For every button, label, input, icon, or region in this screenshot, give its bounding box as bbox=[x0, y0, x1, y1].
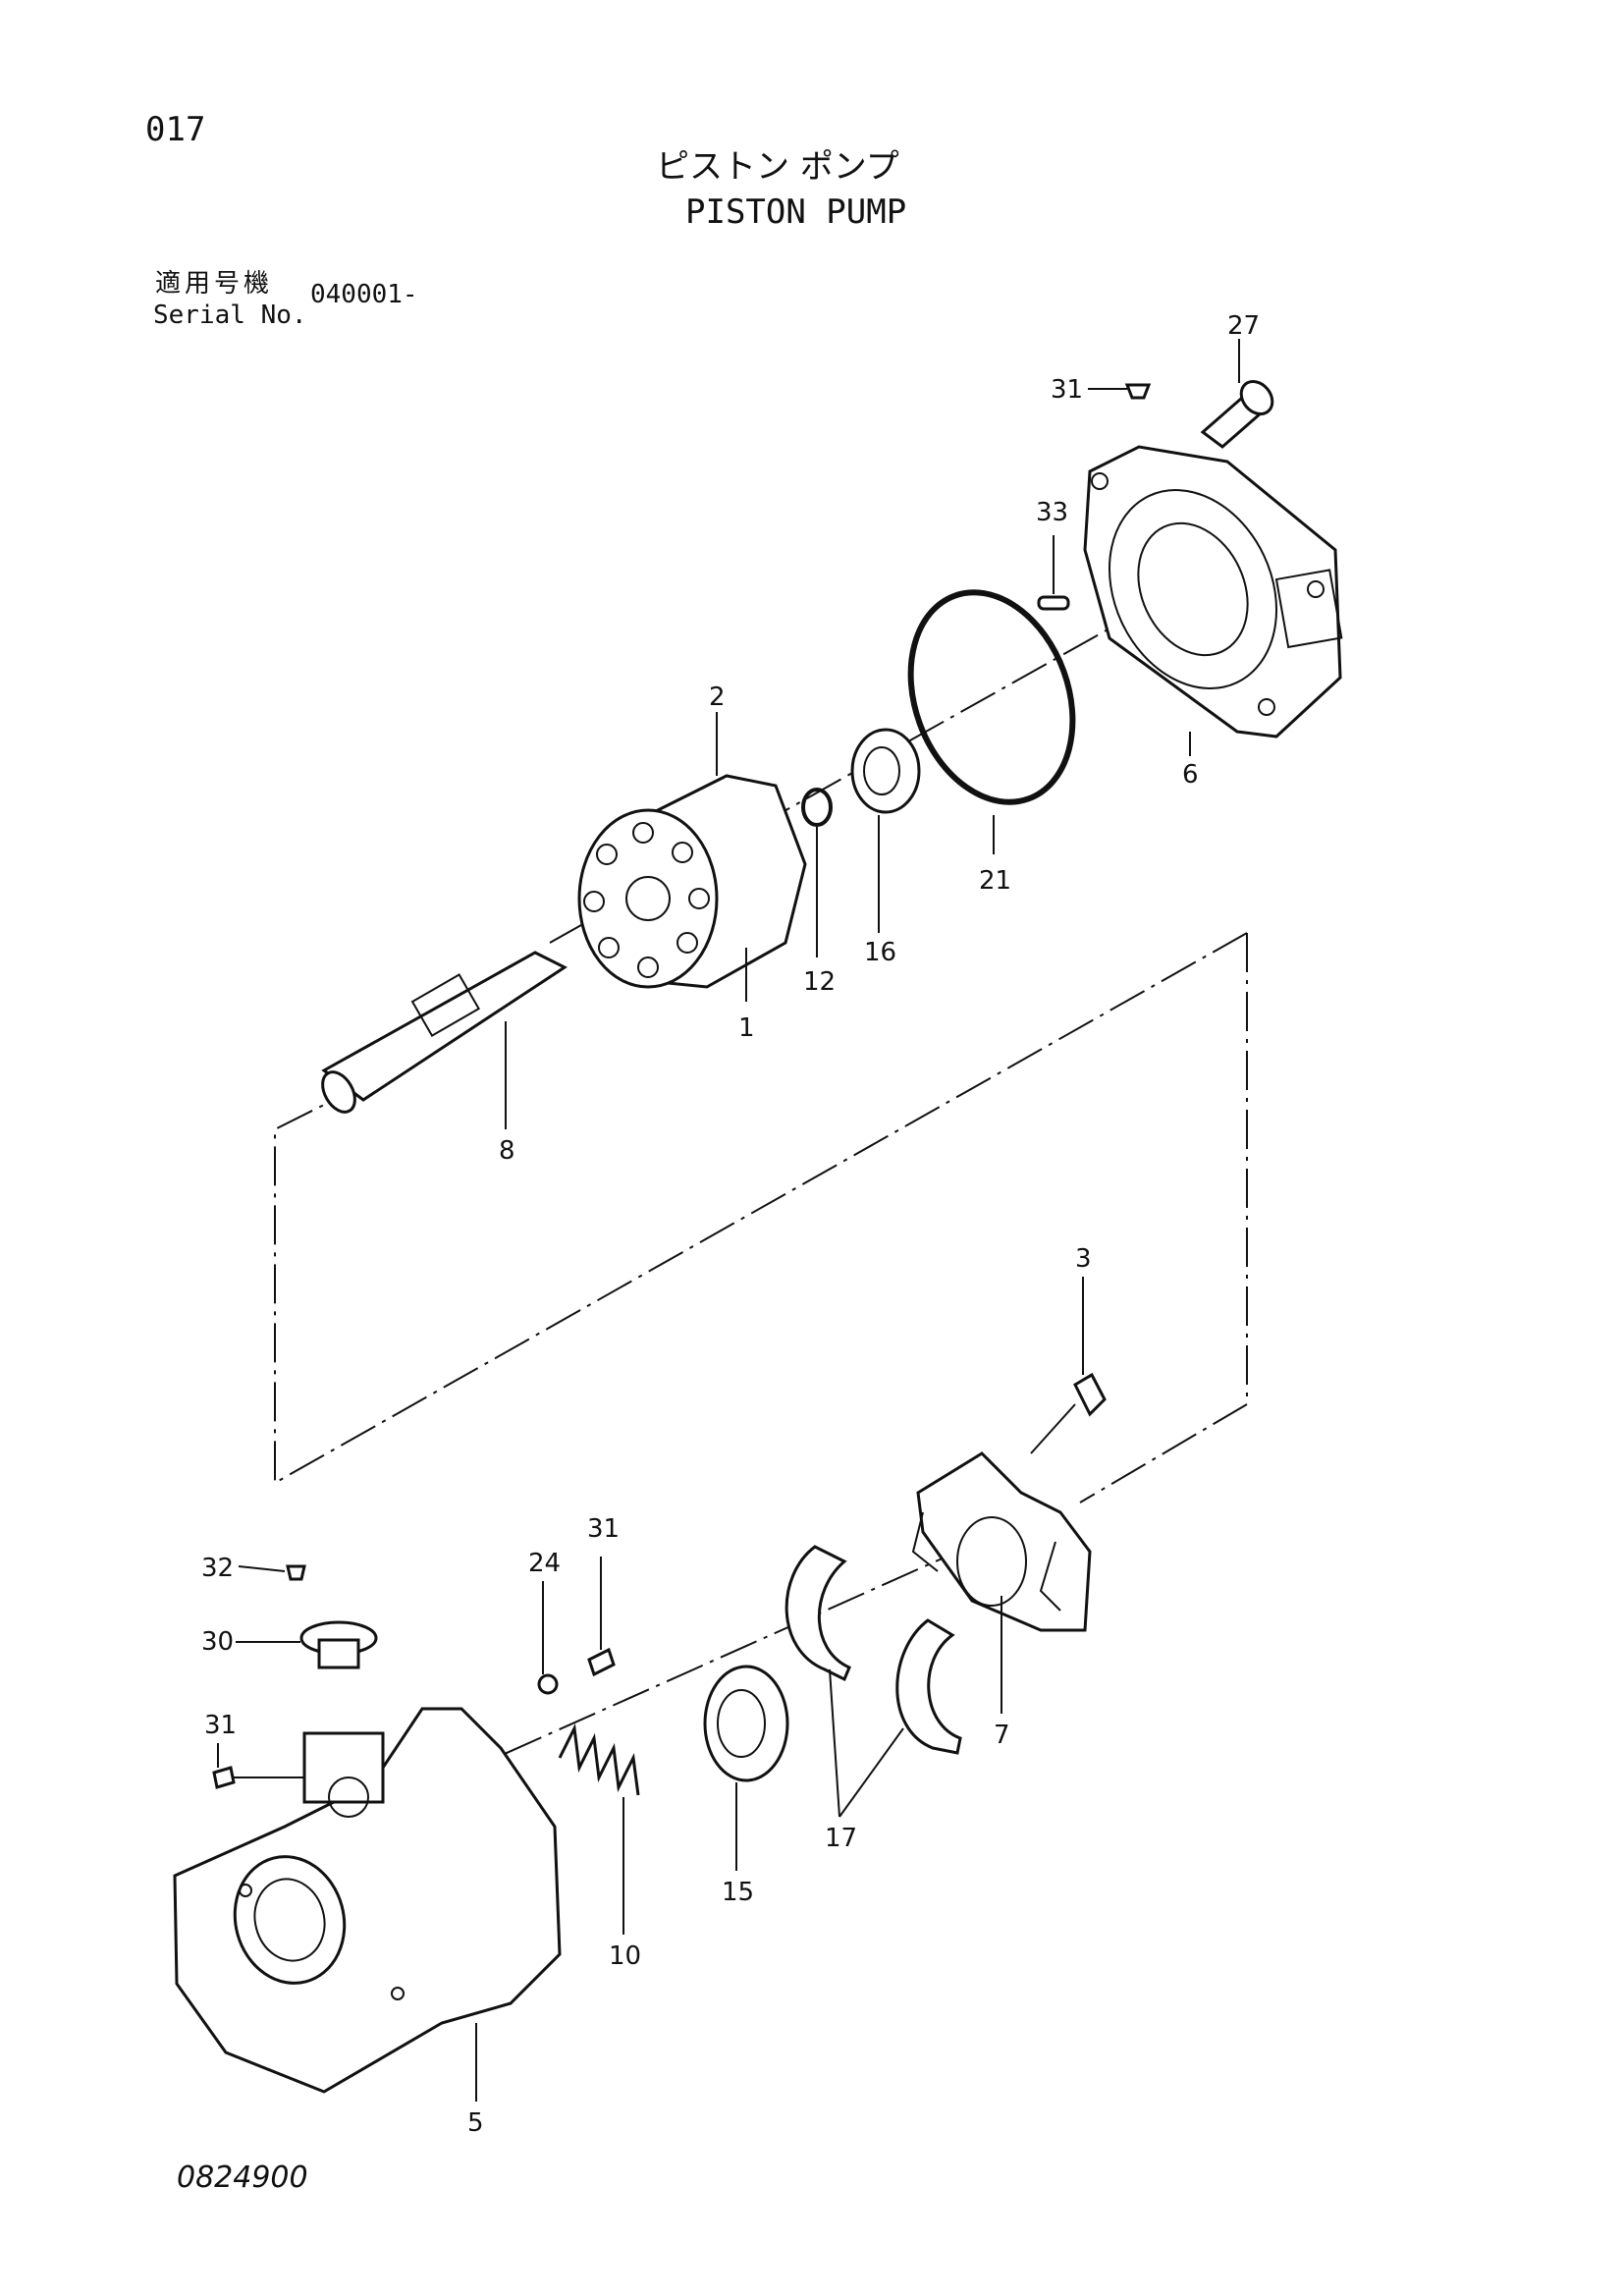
snap-ring-part-12 bbox=[801, 788, 833, 827]
callout-31-mid: 31 bbox=[587, 1514, 620, 1544]
serial-value: 040001- bbox=[310, 280, 418, 309]
page-number: 017 bbox=[145, 110, 206, 149]
drawing-number: 0824900 bbox=[177, 2160, 308, 2195]
callout-17: 17 bbox=[825, 1824, 857, 1853]
axis-line-lower bbox=[451, 1531, 1002, 1778]
o-ring-part-24 bbox=[537, 1673, 559, 1695]
callout-10: 10 bbox=[609, 1941, 641, 1971]
swash-plate-part-7 bbox=[911, 1451, 1092, 1632]
bearing-part-15 bbox=[703, 1665, 789, 1782]
serial-label-japanese: 適用号機 bbox=[155, 269, 274, 299]
callout-1: 1 bbox=[738, 1013, 755, 1043]
bearing-part-16 bbox=[850, 728, 921, 814]
callout-24: 24 bbox=[528, 1549, 561, 1578]
spring-part-10 bbox=[558, 1722, 640, 1796]
leader-3b bbox=[1030, 1403, 1076, 1454]
cylinder-block-part-2 bbox=[577, 774, 807, 989]
callout-27: 27 bbox=[1227, 311, 1260, 341]
callout-31-left: 31 bbox=[204, 1711, 237, 1740]
plug-part-31-top bbox=[1124, 383, 1152, 400]
callout-8: 8 bbox=[499, 1136, 515, 1166]
pump-housing-part-5 bbox=[173, 1707, 562, 2094]
key-part-3 bbox=[1073, 1372, 1107, 1417]
callout-6: 6 bbox=[1182, 760, 1199, 790]
title-english: PISTON PUMP bbox=[685, 192, 907, 232]
callout-33: 33 bbox=[1036, 498, 1068, 527]
leader-32 bbox=[238, 1565, 286, 1572]
callout-30: 30 bbox=[201, 1627, 234, 1657]
callout-3: 3 bbox=[1075, 1244, 1092, 1274]
callout-2: 2 bbox=[709, 683, 726, 712]
callout-12: 12 bbox=[803, 967, 836, 997]
bolt-part-27 bbox=[1200, 380, 1274, 449]
end-cover-part-6 bbox=[1083, 445, 1343, 738]
shaft-part-8 bbox=[321, 951, 568, 1114]
callout-21: 21 bbox=[979, 866, 1011, 896]
callout-7: 7 bbox=[994, 1721, 1010, 1750]
plug-part-30 bbox=[299, 1620, 378, 1669]
plug-part-31-left bbox=[212, 1766, 236, 1789]
plug-part-32 bbox=[286, 1564, 306, 1581]
callout-5: 5 bbox=[467, 2108, 484, 2138]
leader-31-left bbox=[217, 1743, 304, 1778]
leader-17b bbox=[839, 1727, 904, 1818]
pin-part-33 bbox=[1037, 595, 1070, 611]
callout-31-top: 31 bbox=[1051, 375, 1083, 405]
o-ring-part-21 bbox=[907, 589, 1076, 805]
title-japanese: ピストン ポンプ bbox=[656, 147, 899, 187]
assembly-line-diagonal bbox=[274, 932, 1248, 1485]
callout-32: 32 bbox=[201, 1554, 234, 1583]
assembly-line-top bbox=[1079, 933, 1248, 1503]
callout-15: 15 bbox=[722, 1878, 754, 1907]
shoe-bearing-part-17 bbox=[784, 1545, 962, 1755]
serial-label-english: Serial No. bbox=[153, 301, 307, 330]
plug-part-31-mid bbox=[587, 1647, 616, 1677]
callout-16: 16 bbox=[864, 938, 896, 967]
leader-17a bbox=[829, 1668, 840, 1818]
